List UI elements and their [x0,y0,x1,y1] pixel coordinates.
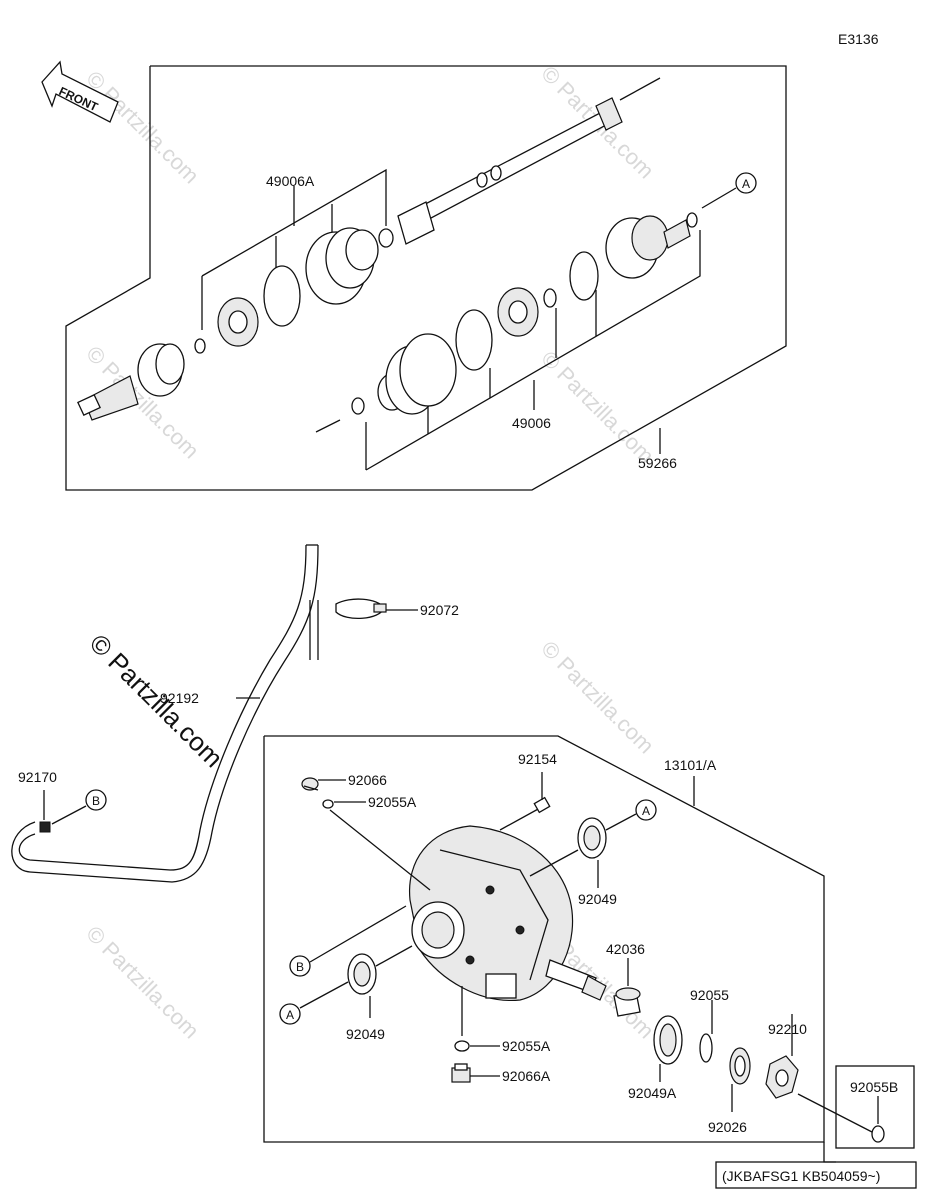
callout-49006: 49006 [512,415,551,431]
marker-b-label: B [92,794,100,808]
snap-ring [194,338,206,354]
marker-b [289,955,311,977]
callout-92055b: 92055B [850,1079,898,1095]
cv-joint-right [605,215,691,279]
watermark-text: © Partzilla.com [536,636,659,759]
circlip [569,251,599,301]
callout-92049-upper: 92049 [578,891,617,907]
breather-hose-section: 92072 92192 92170 B [11,544,459,883]
callout-49006a: 49006A [266,173,315,189]
marker-b-label: B [296,960,304,974]
marker-a [635,799,657,821]
differential-housing [408,825,574,1002]
cage-bearing-right [497,287,539,337]
cv-joint-left [77,343,185,421]
callout-92210: 92210 [768,1021,807,1037]
drive-shaft-section: A 49006A 49006 59266 [65,65,787,491]
callout-92066a: 92066A [502,1068,551,1084]
marker-b [85,789,107,811]
hose-clip [39,821,51,833]
callout-92066: 92066 [348,772,387,788]
callout-59266: 59266 [638,455,677,471]
marker-a [735,172,757,194]
marker-a-label: A [286,1008,294,1022]
hose-line [18,544,307,871]
serial-note: (JKBAFSG1 KB504059~) [722,1168,880,1184]
watermark-main: © Partzilla.com [84,628,229,773]
o-ring [871,1125,885,1143]
boot-band [378,228,394,248]
marker-a [279,1003,301,1025]
hose-line [11,544,319,883]
drain-plug [451,1063,471,1083]
retainer-ring [455,309,493,371]
shaft-bar [397,77,661,245]
callout-92170: 92170 [18,769,57,785]
boot-left [305,227,379,305]
callout-13101a: 13101/A [664,757,717,773]
callout-92055a-bottom: 92055A [502,1038,551,1054]
variant-box [835,1065,915,1149]
differential-section: 13101/A 92154 92066 [263,735,917,1189]
callout-92154: 92154 [518,751,557,767]
plug [301,777,319,791]
callout-42036: 42036 [606,941,645,957]
callout-92055a-top: 92055A [368,794,417,810]
bushing [613,987,641,1017]
boot-band [351,397,365,415]
shaft-frame [65,65,787,491]
callout-92055: 92055 [690,987,729,1003]
callout-92049-lower: 92049 [346,1026,385,1042]
snap-ring [543,288,557,308]
boot-right [377,333,457,415]
o-ring [699,1033,713,1063]
case-frame [263,735,825,1143]
watermark-text: © Partzilla.com [536,346,659,469]
retainer-ring [263,265,301,327]
callout-92026: 92026 [708,1119,747,1135]
cage-bearing-left [217,297,259,347]
oil-seal-pinion [653,1015,683,1065]
marker-a-label: A [642,804,650,818]
nut [765,1055,799,1099]
watermark-text: © Partzilla.com [81,66,204,189]
washer [729,1047,751,1085]
marker-a-label: A [742,177,750,191]
callout-92192: 92192 [160,690,199,706]
watermarks: © Partzilla.com © Partzilla.com © Partzi… [81,61,659,1044]
snap-ring [686,212,698,228]
serial-box [715,1161,917,1189]
hose-clamp [335,598,387,619]
callout-92049a: 92049A [628,1085,677,1101]
pinion-shaft [545,959,607,1001]
oil-seal-upper [577,817,607,859]
diagram-code: E3136 [838,31,879,47]
o-ring [454,1040,470,1052]
callout-92072: 92072 [420,602,459,618]
bolt [499,796,551,831]
o-ring [322,799,334,809]
watermark-text: © Partzilla.com [81,921,204,1044]
oil-seal-lower [347,953,377,995]
